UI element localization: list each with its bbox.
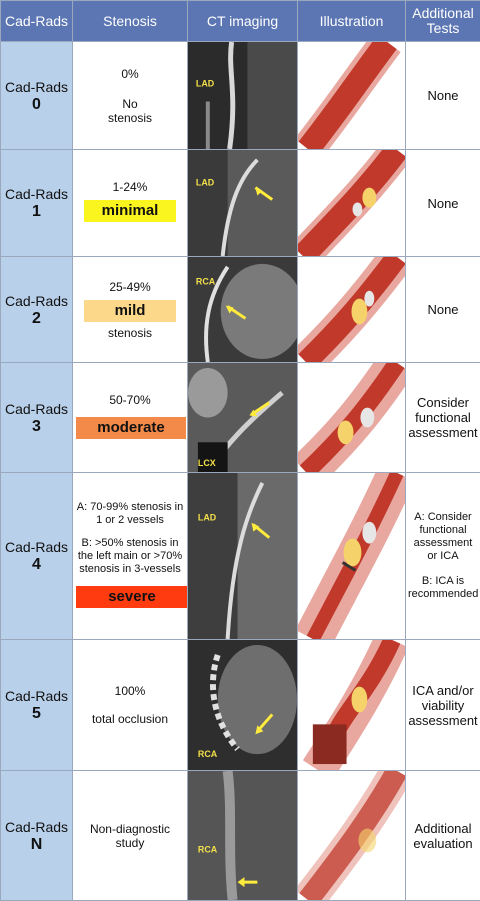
stenosis-description: stenosis (76, 326, 184, 340)
grade-cell: Cad-Rads 3 (1, 363, 73, 473)
vessel-illustration (298, 257, 406, 363)
grade-cell: Cad-Rads 2 (1, 257, 73, 363)
stenosis-description: No stenosis (100, 97, 160, 125)
grade-number: N (1, 836, 72, 853)
tests-criterion-b: B: ICA is recommended (408, 575, 478, 601)
vessel-illustration (298, 363, 406, 473)
grade-number: 1 (1, 203, 72, 220)
vessel-illustration (298, 771, 406, 901)
stenosis-cell: 1-24% minimal (73, 150, 188, 257)
grade-label: Cad-Rads (5, 819, 68, 835)
table-row-4: Cad-Rads 4 A: 70-99% stenosis in 1 or 2 … (1, 473, 480, 640)
tests-cell: A: Consider functional assessment or ICA… (406, 473, 480, 640)
stenosis-percent: 100% (76, 684, 184, 698)
grade-label: Cad-Rads (5, 186, 68, 202)
grade-label: Cad-Rads (5, 688, 68, 704)
tests-cell: None (406, 150, 480, 257)
tests-cell: Additional evaluation (406, 771, 480, 901)
ct-image: LAD (188, 150, 298, 257)
grade-cell: Cad-Rads 5 (1, 640, 73, 771)
stenosis-cell: 50-70% moderate (73, 363, 188, 473)
grade-cell: Cad-Rads N (1, 771, 73, 901)
stenosis-percent: 1-24% (76, 180, 184, 194)
grade-cell: Cad-Rads 0 (1, 42, 73, 150)
header-row: Cad-Rads Stenosis CT imaging Illustratio… (1, 1, 480, 42)
grade-number: 4 (1, 556, 72, 573)
stenosis-cell: 0% No stenosis (73, 42, 188, 150)
ct-vessel-label: RCA (198, 844, 218, 854)
tests-cell: None (406, 42, 480, 150)
stenosis-description: Non-diagnostic study (76, 822, 184, 850)
ct-vessel-label: LAD (196, 79, 215, 89)
vessel-illustration (298, 640, 406, 771)
grade-label: Cad-Rads (5, 79, 68, 95)
stenosis-cell: 25-49% mild stenosis (73, 257, 188, 363)
grade-number: 0 (1, 96, 72, 113)
tests-cell: ICA and/or viability assessment (406, 640, 480, 771)
grade-number: 3 (1, 418, 72, 435)
header-ct-imaging: CT imaging (188, 1, 298, 42)
ct-image: RCA (188, 257, 298, 363)
table-row-0: Cad-Rads 0 0% No stenosis LAD (1, 42, 480, 150)
stenosis-criterion-b: B: >50% stenosis in the left main or >70… (76, 537, 184, 576)
ct-vessel-label: RCA (196, 277, 216, 287)
severity-badge: severe (76, 586, 188, 608)
vessel-illustration (298, 42, 406, 150)
table-row-3: Cad-Rads 3 50-70% moderate LCX (1, 363, 480, 473)
ct-vessel-label: LAD (196, 178, 215, 188)
table-row-2: Cad-Rads 2 25-49% mild stenosis RCA (1, 257, 480, 363)
vessel-illustration (298, 150, 406, 257)
stenosis-percent: 25-49% (76, 280, 184, 294)
vessel-illustration (298, 473, 406, 640)
header-stenosis: Stenosis (73, 1, 188, 42)
severity-badge: mild (84, 300, 176, 322)
grade-cell: Cad-Rads 1 (1, 150, 73, 257)
ct-image: LCX (188, 363, 298, 473)
grade-number: 5 (1, 705, 72, 722)
ct-vessel-label: LCX (198, 458, 216, 468)
stenosis-percent: 0% (76, 67, 184, 81)
stenosis-percent: 50-70% (76, 393, 184, 407)
header-cad-rads: Cad-Rads (1, 1, 73, 42)
severity-badge: moderate (76, 417, 186, 439)
grade-label: Cad-Rads (5, 539, 68, 555)
severity-badge: minimal (84, 200, 176, 222)
stenosis-cell: Non-diagnostic study (73, 771, 188, 901)
ct-vessel-label: LAD (198, 513, 217, 523)
table-row-5: Cad-Rads 5 100% total occlusion RCA (1, 640, 480, 771)
table-row-1: Cad-Rads 1 1-24% minimal LAD (1, 150, 480, 257)
ct-image: RCA (188, 640, 298, 771)
table-row-n: Cad-Rads N Non-diagnostic study RCA (1, 771, 480, 901)
grade-label: Cad-Rads (5, 293, 68, 309)
ct-image: LAD (188, 473, 298, 640)
grade-number: 2 (1, 310, 72, 327)
stenosis-cell: A: 70-99% stenosis in 1 or 2 vessels B: … (73, 473, 188, 640)
tests-cell: Consider functional assessment (406, 363, 480, 473)
tests-criterion-a: A: Consider functional assessment or ICA (408, 511, 478, 563)
tests-cell: None (406, 257, 480, 363)
header-illustration: Illustration (298, 1, 406, 42)
stenosis-cell: 100% total occlusion (73, 640, 188, 771)
stenosis-criterion-a: A: 70-99% stenosis in 1 or 2 vessels (76, 501, 184, 527)
ct-image: RCA (188, 771, 298, 901)
ct-vessel-label: RCA (198, 749, 218, 759)
grade-cell: Cad-Rads 4 (1, 473, 73, 640)
stenosis-description: total occlusion (76, 712, 184, 726)
grade-label: Cad-Rads (5, 401, 68, 417)
ct-image: LAD (188, 42, 298, 150)
header-additional-tests: Additional Tests (406, 1, 480, 42)
